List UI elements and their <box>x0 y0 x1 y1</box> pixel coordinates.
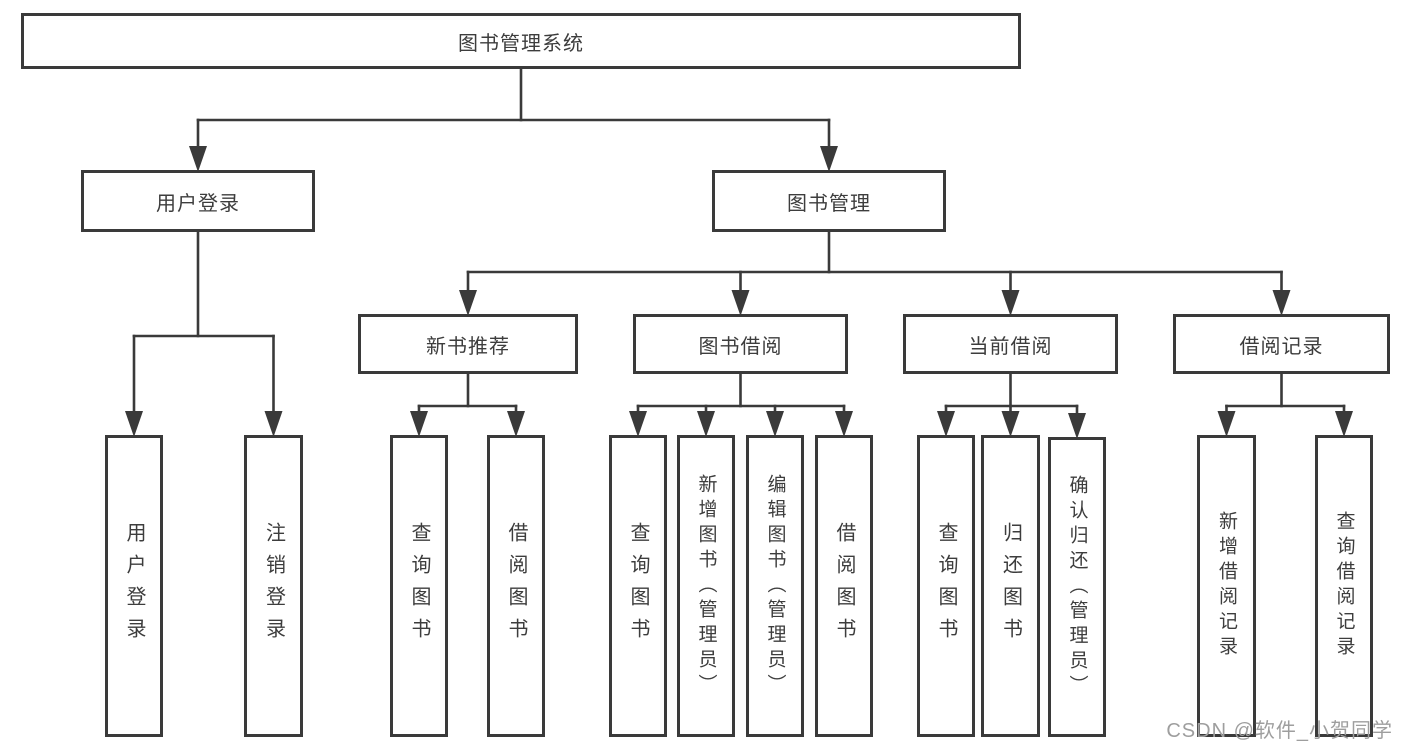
arrowhead-leaf-query-book-1 <box>410 411 428 437</box>
node-leaf-add-record: 新增借阅记录 <box>1197 435 1256 737</box>
arrowhead-book-mgmt <box>820 146 838 172</box>
node-leaf-edit-book: 编辑图书（管理员） <box>746 435 804 737</box>
node-leaf-query-record: 查询借阅记录 <box>1315 435 1373 737</box>
node-new-book-rec: 新书推荐 <box>358 314 578 374</box>
arrowhead-leaf-borrow-book-1 <box>507 411 525 437</box>
arrowhead-user-login <box>189 146 207 172</box>
arrowhead-book-borrow <box>731 290 750 316</box>
node-leaf-query-book-3: 查询图书 <box>917 435 975 737</box>
node-leaf-return-book: 归还图书 <box>981 435 1040 737</box>
node-leaf-user-login: 用户登录 <box>105 435 163 737</box>
arrowhead-leaf-edit-book <box>766 411 784 437</box>
arrowhead-leaf-add-record <box>1217 411 1236 437</box>
arrowhead-leaf-confirm-return <box>1068 413 1086 439</box>
node-leaf-confirm-return: 确认归还（管理员） <box>1048 437 1106 737</box>
csdn-watermark: CSDN @软件_小贺同学 <box>1166 720 1393 742</box>
arrowhead-current-borrow <box>1001 290 1020 316</box>
arrowhead-leaf-add-book <box>697 411 715 437</box>
arrowhead-leaf-borrow-book-2 <box>835 411 853 437</box>
node-borrow-record: 借阅记录 <box>1173 314 1390 374</box>
arrowhead-leaf-query-book-2 <box>629 411 647 437</box>
node-book-mgmt: 图书管理 <box>712 170 946 232</box>
node-root: 图书管理系统 <box>21 13 1021 69</box>
arrowhead-leaf-user-login <box>125 411 143 437</box>
node-leaf-borrow-book-2: 借阅图书 <box>815 435 873 737</box>
node-leaf-borrow-book-1: 借阅图书 <box>487 435 545 737</box>
arrowhead-new-book-rec <box>459 290 477 316</box>
node-current-borrow: 当前借阅 <box>903 314 1118 374</box>
node-leaf-query-book-1: 查询图书 <box>390 435 448 737</box>
node-leaf-query-book-2: 查询图书 <box>609 435 667 737</box>
arrowhead-borrow-record <box>1272 290 1291 316</box>
arrowhead-leaf-query-book-3 <box>937 411 955 437</box>
node-book-borrow: 图书借阅 <box>633 314 848 374</box>
arrowhead-leaf-logout <box>264 411 283 437</box>
node-leaf-add-book: 新增图书（管理员） <box>677 435 735 737</box>
node-user-login: 用户登录 <box>81 170 315 232</box>
node-leaf-logout: 注销登录 <box>244 435 303 737</box>
arrowhead-leaf-query-record <box>1335 411 1353 437</box>
arrowhead-leaf-return-book <box>1001 411 1020 437</box>
